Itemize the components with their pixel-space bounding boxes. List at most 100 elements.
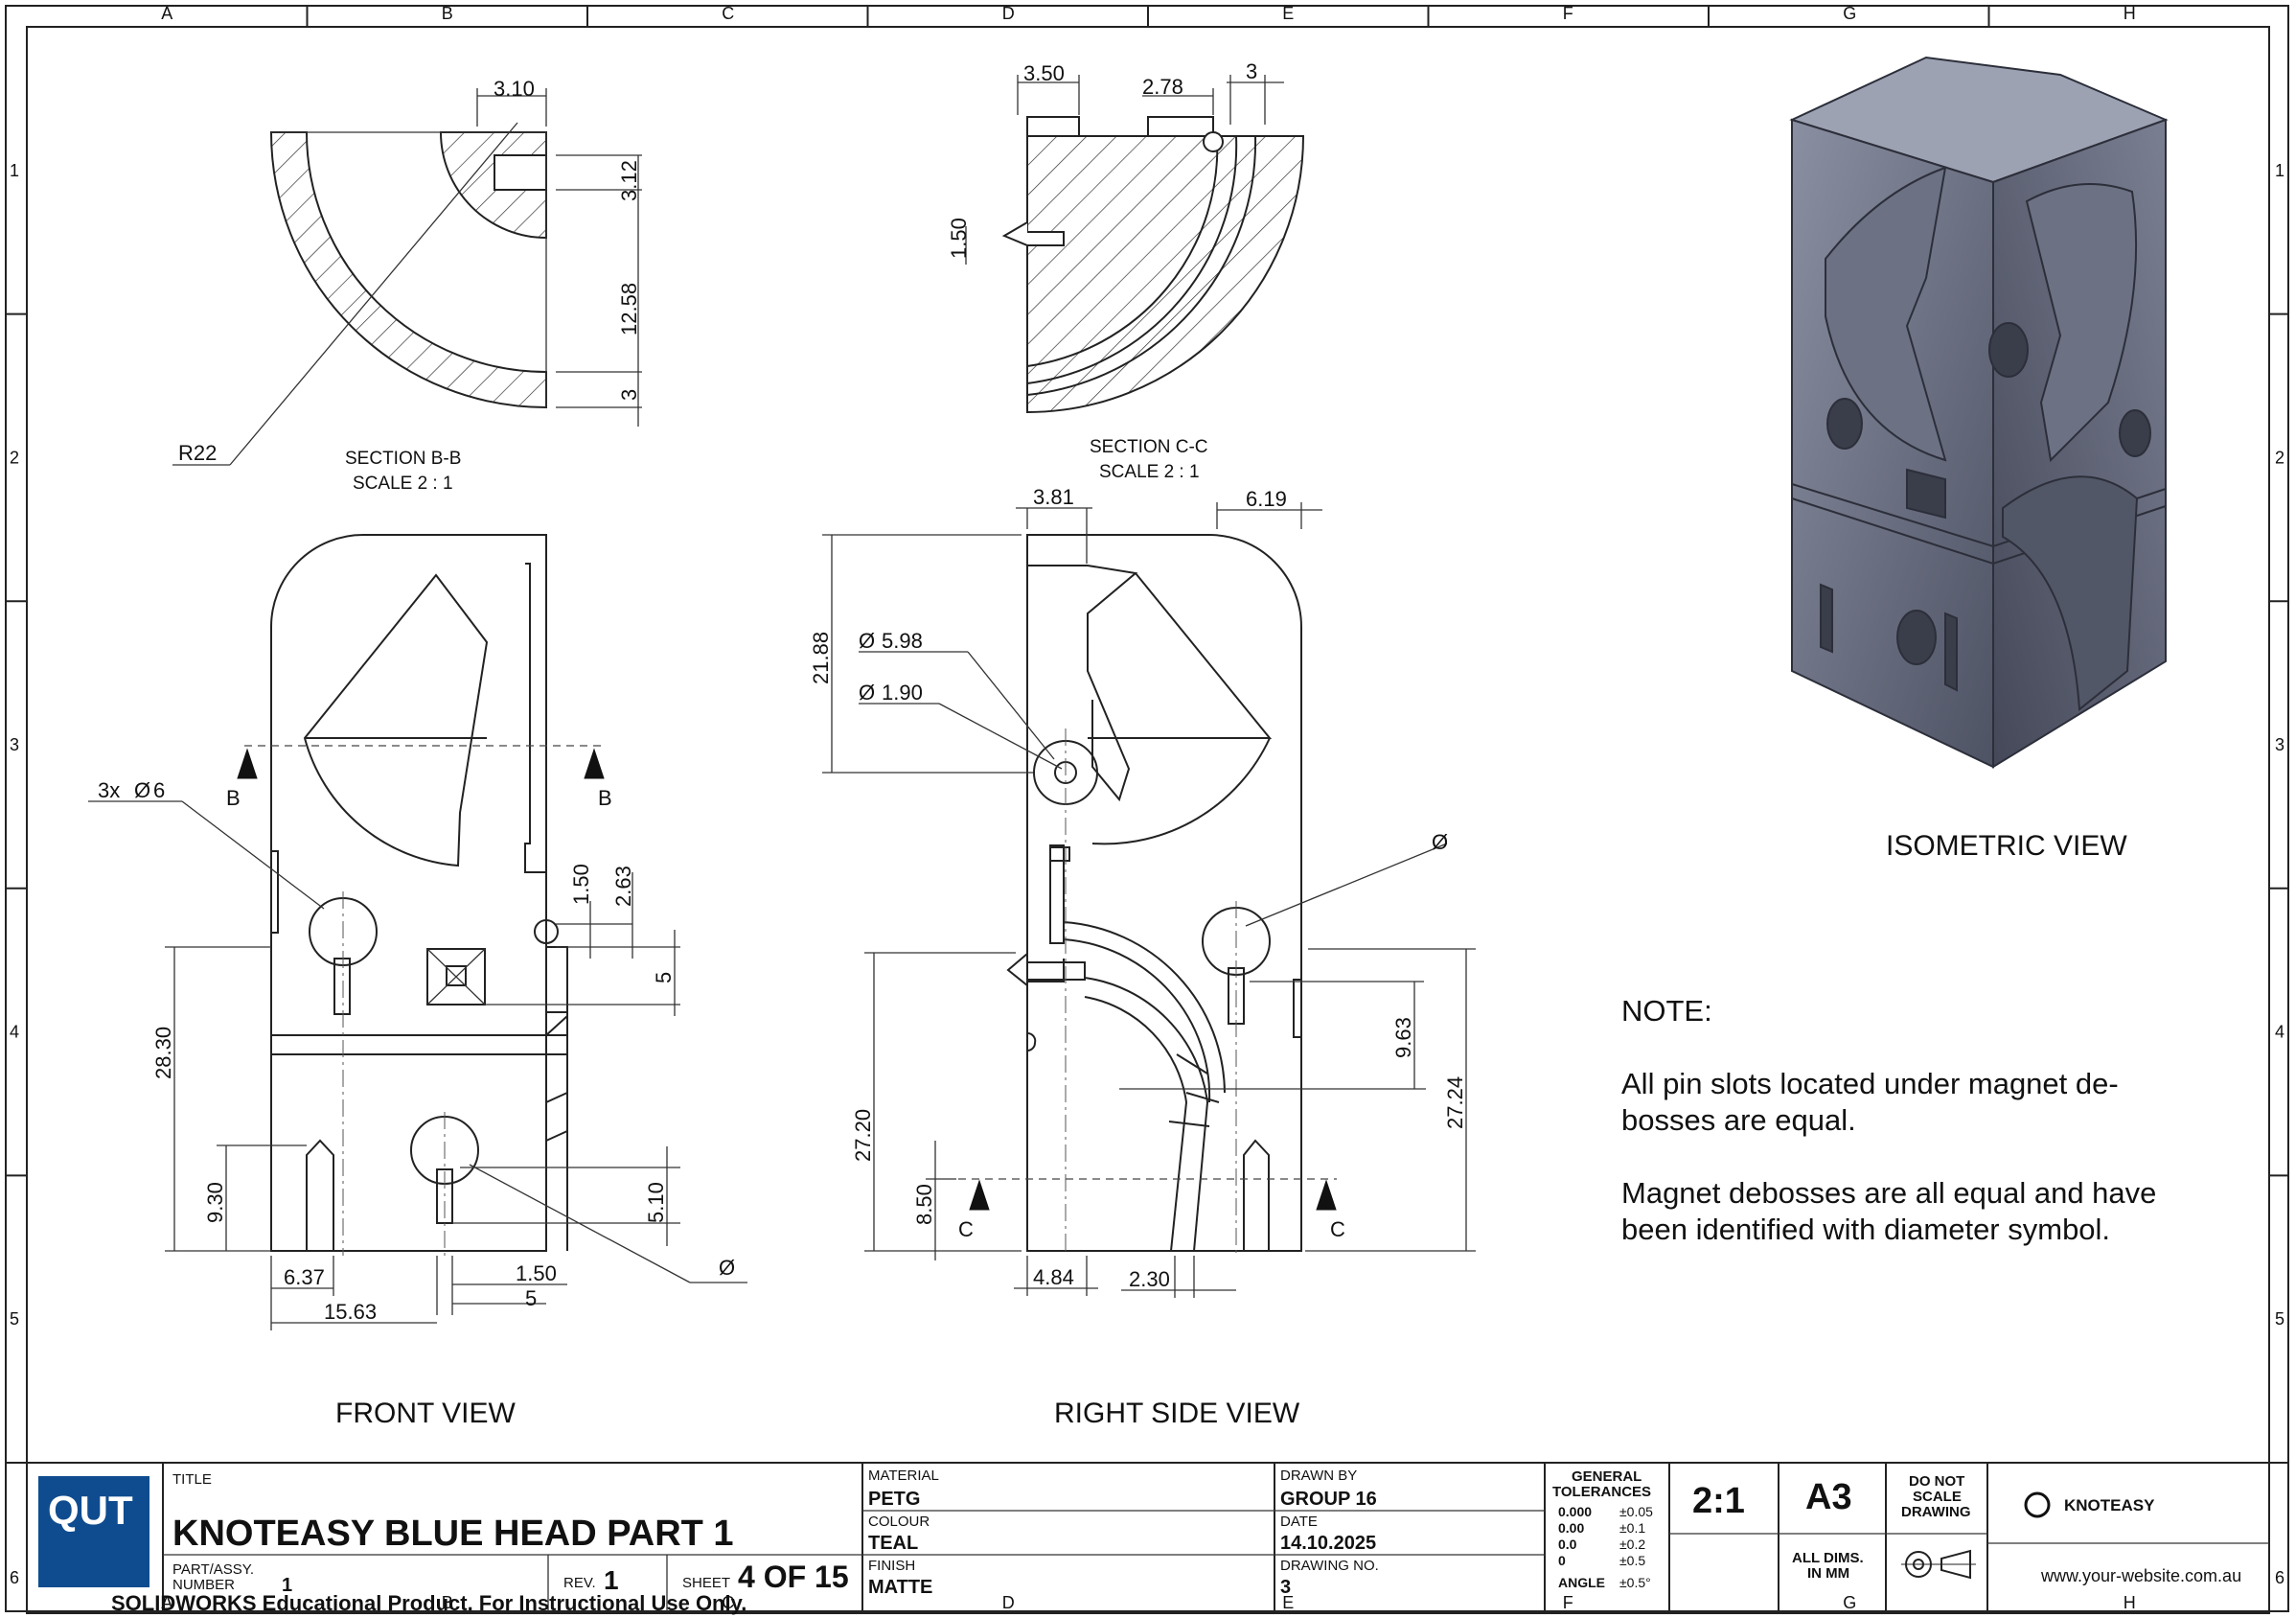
zone-row-label: 6 <box>10 1568 19 1587</box>
finish-label: FINISH <box>868 1558 915 1574</box>
note-paragraph-1: All pin slots located under magnet de-bo… <box>1621 1067 2119 1137</box>
tolerance-value: ±0.5 <box>1619 1553 1645 1568</box>
dim-front-2830: 28.30 <box>151 1027 175 1079</box>
front-view-title: FRONT VIEW <box>335 1398 516 1429</box>
qut-logo <box>38 1476 149 1587</box>
angle-tol: ±0.5° <box>1619 1575 1651 1590</box>
tolerance-value: 0.000 <box>1558 1504 1592 1519</box>
zone-row-label: 3 <box>10 735 19 754</box>
zone-row-label: 6 <box>2275 1568 2285 1587</box>
note-paragraph-2: Magnet debosses are all equal and have b… <box>1621 1176 2157 1246</box>
zone-col-label: F <box>1563 1593 1573 1612</box>
material-value: PETG <box>868 1489 920 1510</box>
dns-2: SCALE <box>1913 1489 1962 1505</box>
zone-row-label: 1 <box>10 161 19 180</box>
sheet-size: A3 <box>1805 1477 1852 1517</box>
dim-front-150a: 1.50 <box>569 864 593 905</box>
angle-label: ANGLE <box>1558 1575 1605 1590</box>
dim-bb-r22: R22 <box>178 441 217 465</box>
title-label: TITLE <box>172 1471 212 1488</box>
dim-right-963: 9.63 <box>1391 1017 1415 1058</box>
dim-front-930: 9.30 <box>203 1182 227 1223</box>
zone-col-label: A <box>161 4 172 23</box>
finish-value: MATTE <box>868 1577 932 1598</box>
tolerance-value: 0.0 <box>1558 1537 1577 1552</box>
material-label: MATERIAL <box>868 1468 939 1484</box>
zone-col-label: E <box>1282 4 1294 23</box>
dim-front-510: 5.10 <box>644 1182 668 1223</box>
dim-right-dia: Ø <box>1432 830 1448 854</box>
dim-bb-1258: 12.58 <box>617 283 641 335</box>
zone-col-label: H <box>2124 4 2136 23</box>
dim-bb-3: 3 <box>617 389 641 401</box>
sheet-label: SHEET <box>682 1575 730 1591</box>
zone-col-label: H <box>2124 1593 2136 1612</box>
colour-label: COLOUR <box>868 1514 930 1530</box>
zone-col-label: E <box>1282 1593 1294 1612</box>
dim-bb-310: 3.10 <box>494 77 535 101</box>
dim-right-850: 8.50 <box>912 1184 936 1225</box>
company-name: KNOTEASY <box>2064 1496 2155 1514</box>
gen-tol-2: TOLERANCES <box>1552 1484 1651 1500</box>
scale-value: 2:1 <box>1692 1481 1745 1521</box>
units-2: IN MM <box>1807 1565 1849 1582</box>
dim-front-1563: 15.63 <box>324 1300 377 1324</box>
zone-row-label: 1 <box>2275 161 2285 180</box>
qut-logo-text: QUT <box>48 1488 133 1533</box>
rev-label: REV. <box>563 1575 596 1591</box>
tolerance-value: ±0.2 <box>1619 1537 1645 1552</box>
isometric-view: ISOMETRIC VIEW <box>1789 56 2169 862</box>
dim-cc-150: 1.50 <box>947 218 971 259</box>
drawing-no-label: DRAWING NO. <box>1280 1558 1379 1574</box>
tolerance-value: ±0.05 <box>1619 1504 1653 1519</box>
rev-value: 1 <box>604 1565 619 1595</box>
dim-bb-312: 3.12 <box>617 160 641 201</box>
dim-front-dia: Ø <box>719 1256 735 1280</box>
date-label: DATE <box>1280 1514 1318 1530</box>
company-logo-icon <box>2024 1491 2051 1518</box>
tolerance-value: 0.00 <box>1558 1520 1584 1536</box>
dim-right-2188: 21.88 <box>809 632 833 684</box>
section-c-left: C <box>958 1217 974 1241</box>
zone-col-label: C <box>722 1593 734 1612</box>
drawing-no-value: 3 <box>1280 1577 1291 1598</box>
drawn-by-value: GROUP 16 <box>1280 1489 1377 1510</box>
zone-col-label: C <box>722 4 734 23</box>
zone-col-label: G <box>1843 4 1856 23</box>
dim-front-637: 6.37 <box>284 1265 325 1289</box>
dns-3: DRAWING <box>1901 1504 1971 1520</box>
zone-col-label: F <box>1563 4 1573 23</box>
note-heading: NOTE: <box>1621 994 1712 1028</box>
dim-right-2720: 27.20 <box>851 1109 875 1162</box>
zone-col-label: G <box>1843 1593 1856 1612</box>
zone-col-label: D <box>1002 4 1015 23</box>
dim-cc-350: 3.50 <box>1023 61 1065 85</box>
dim-front-3x: 3x <box>98 778 120 802</box>
svg-text:Ø: Ø <box>134 778 150 802</box>
part-label-2: NUMBER <box>172 1577 235 1593</box>
solidworks-watermark: SOLIDWORKS Educational Product. For Inst… <box>111 1591 746 1615</box>
zone-row-label: 4 <box>2275 1023 2285 1042</box>
website: www.your-website.com.au <box>2040 1566 2241 1585</box>
part-number: 1 <box>282 1575 292 1596</box>
dim-right-230: 2.30 <box>1129 1267 1170 1291</box>
section-cc-view: 3.50 2.78 3 1.50 SECTION C-C SCALE 2 : 1 <box>947 59 1305 482</box>
dim-right-619: 6.19 <box>1246 487 1287 511</box>
section-b-left: B <box>226 786 241 810</box>
section-cc-scale: SCALE 2 : 1 <box>1099 462 1200 482</box>
gen-tol-1: GENERAL <box>1572 1468 1642 1485</box>
section-bb-view: 3.10 3.12 12.58 3 R22 SECTION B-B SCALE … <box>172 77 642 494</box>
units-1: ALL DIMS. <box>1792 1550 1864 1566</box>
dim-front-6: 6 <box>153 778 165 802</box>
dim-front-5b: 5 <box>525 1286 537 1310</box>
section-b-right: B <box>598 786 612 810</box>
zone-row-label: 5 <box>10 1309 19 1329</box>
date-value: 14.10.2025 <box>1280 1533 1376 1554</box>
right-view-title: RIGHT SIDE VIEW <box>1054 1398 1300 1429</box>
part-label-1: PART/ASSY. <box>172 1561 254 1578</box>
iso-view-title: ISOMETRIC VIEW <box>1886 830 2127 862</box>
dns-1: DO NOT <box>1909 1473 1964 1490</box>
dim-right-190: 1.90 <box>882 681 923 705</box>
zone-row-label: 5 <box>2275 1309 2285 1329</box>
